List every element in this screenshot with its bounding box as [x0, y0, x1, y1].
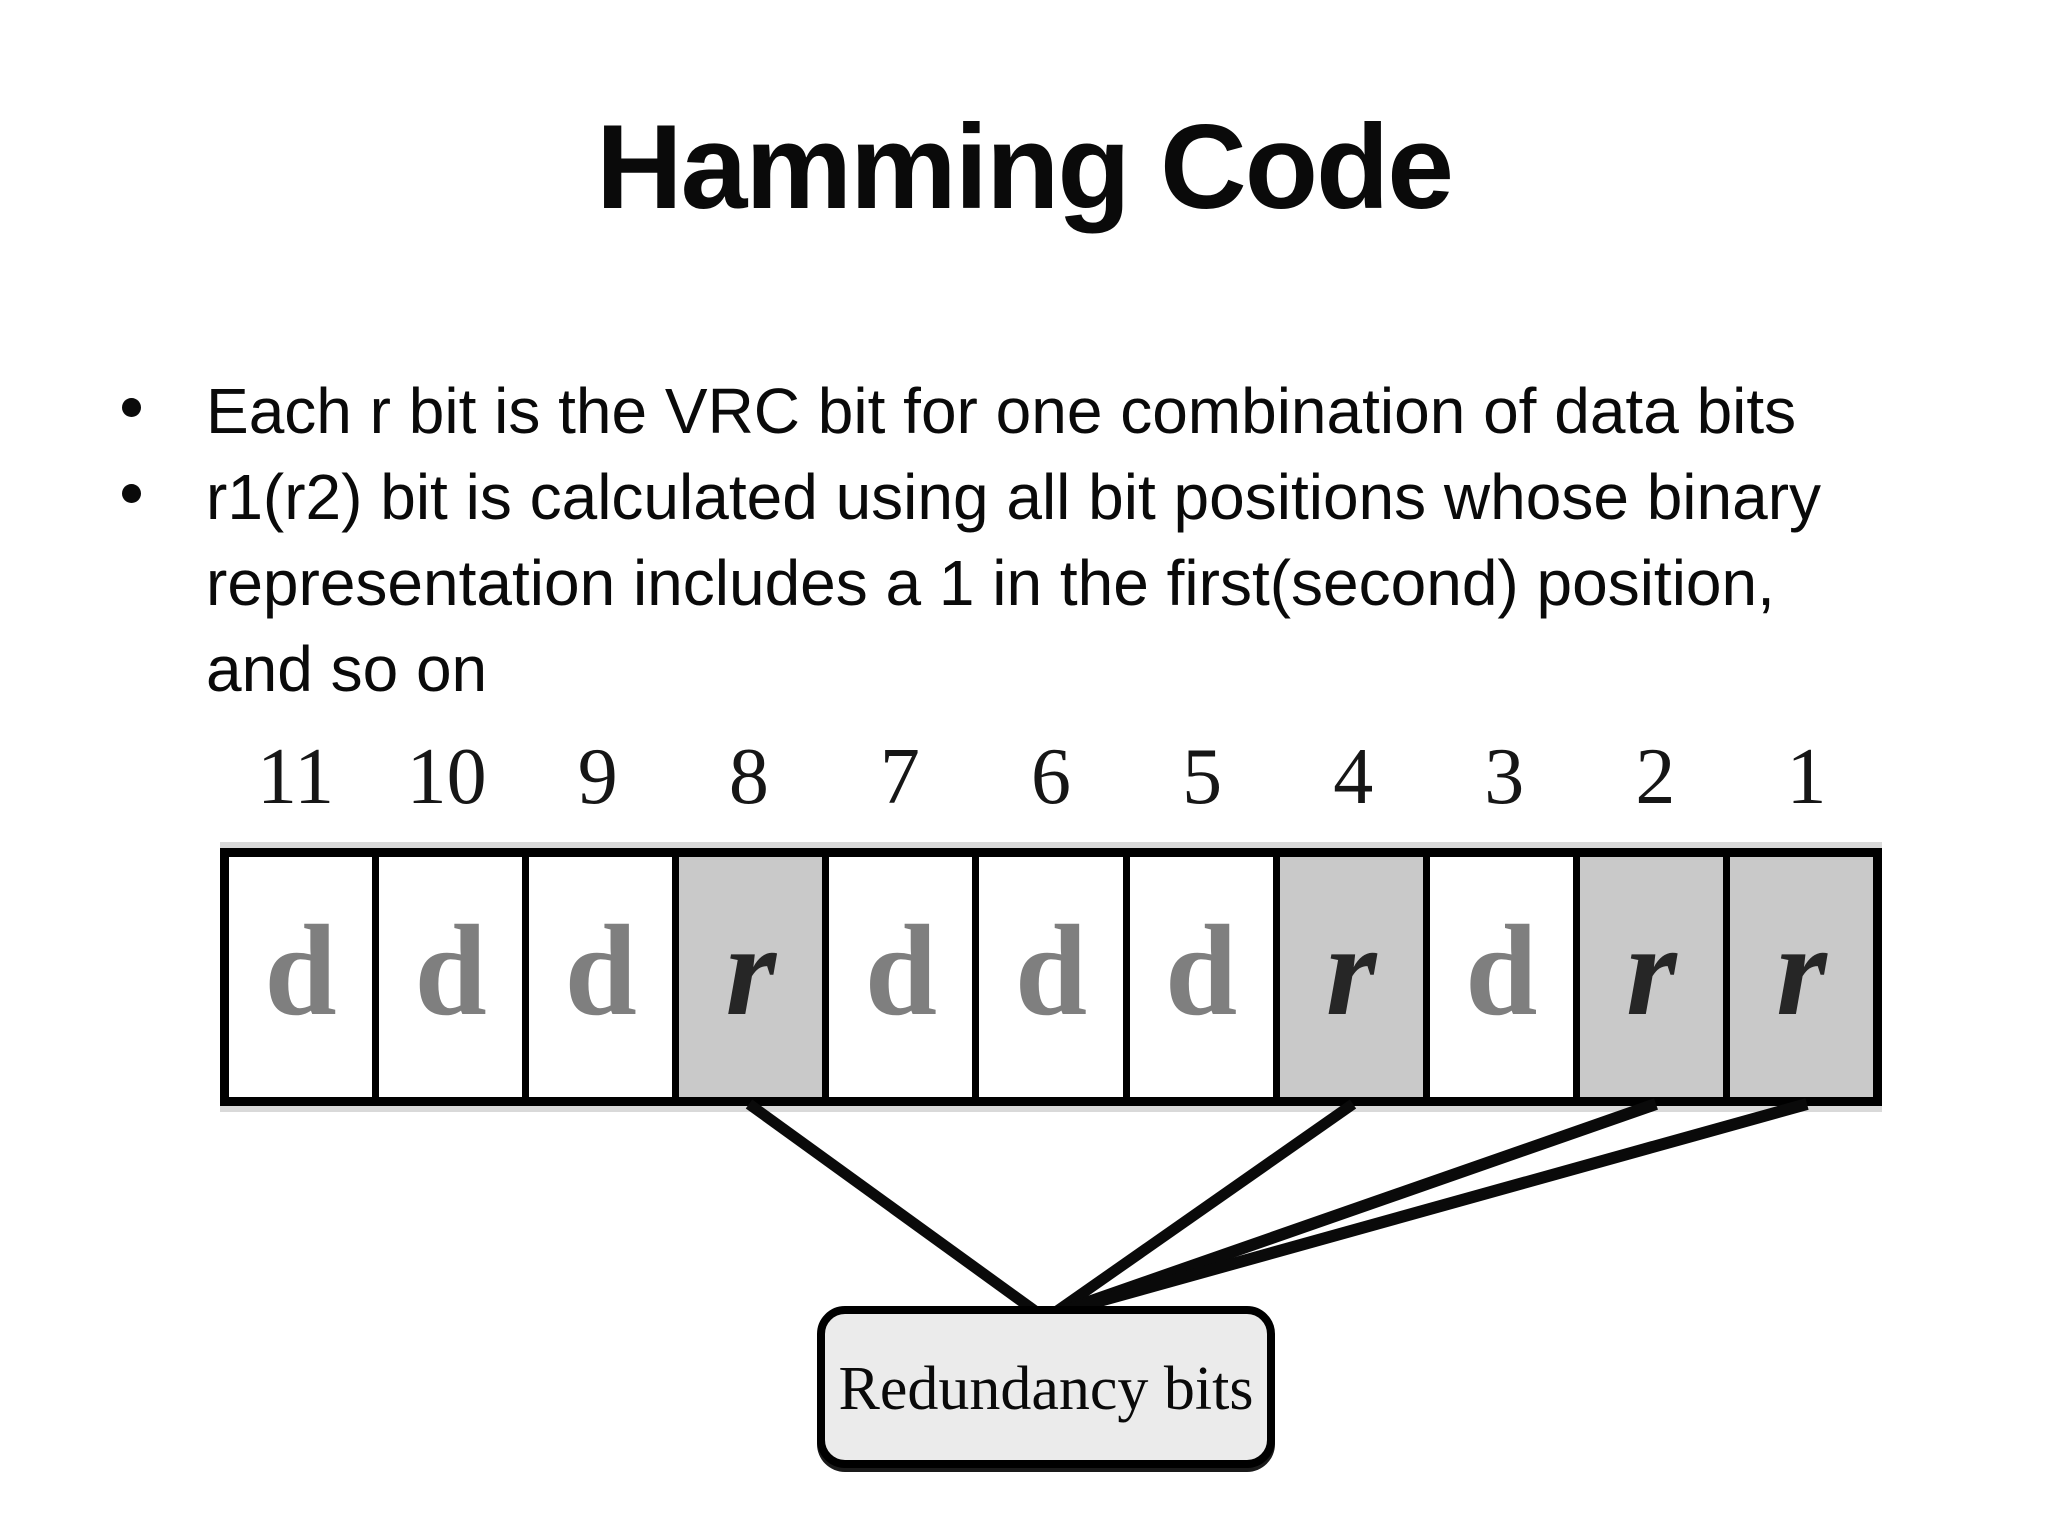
- redundancy-line: [1058, 1098, 1809, 1318]
- page-title: Hamming Code: [595, 100, 1454, 234]
- bullet-list: Each r bit is the VRC bit for one combin…: [118, 368, 1958, 712]
- bit-cell-label: d: [1164, 899, 1238, 1043]
- bit-cell-label: r: [1325, 899, 1377, 1043]
- position-number: 11: [257, 733, 335, 821]
- bit-cell-label: d: [1014, 899, 1088, 1043]
- bit-cell: d: [1122, 857, 1273, 1097]
- bit-cell: d: [822, 857, 973, 1097]
- position-number: 6: [1031, 733, 1072, 821]
- position-number: 5: [1182, 733, 1223, 821]
- bit-cell: d: [972, 857, 1123, 1097]
- bullet-text: Each r bit is the VRC bit for one combin…: [206, 375, 1797, 447]
- redundancy-box: Redundancy bits: [817, 1306, 1275, 1468]
- position-number: 7: [879, 733, 920, 821]
- bullet-text-line: and so on: [206, 633, 488, 705]
- bit-cell: d: [522, 857, 673, 1097]
- bullet-text-line: r1(r2) bit is calculated using all bit p…: [206, 461, 1821, 533]
- position-numbers-row: 11 10 9 8 7 6 5 4 3 2 1: [220, 733, 1882, 821]
- position-number: 3: [1484, 733, 1525, 821]
- bit-cell-label: d: [264, 899, 337, 1043]
- redundancy-line: [1046, 1099, 1357, 1321]
- bit-cell-label: r: [725, 899, 777, 1043]
- bit-cell-label: d: [564, 899, 637, 1043]
- bit-cell: d: [372, 857, 523, 1097]
- bit-cell: r: [1272, 857, 1423, 1097]
- bullet-item-2: r1(r2) bit is calculated using all bit p…: [118, 454, 1958, 712]
- position-number: 4: [1333, 733, 1374, 821]
- bit-cell-label: d: [864, 899, 938, 1043]
- bit-cells-row: d d d r d d d r d r r: [220, 848, 1882, 1106]
- bit-cell-label: r: [1776, 899, 1827, 1043]
- bit-cell-label: d: [414, 899, 487, 1043]
- redundancy-box-label: Redundancy bits: [838, 1354, 1254, 1423]
- position-number: 2: [1635, 733, 1676, 821]
- bit-cell: r: [1572, 857, 1723, 1097]
- bit-cell-label: r: [1626, 899, 1677, 1043]
- bit-cell-label: d: [1465, 899, 1538, 1043]
- bit-cell: r: [672, 857, 823, 1097]
- bit-cell: r: [1722, 857, 1874, 1097]
- redundancy-line: [745, 1099, 1046, 1321]
- position-number: 8: [728, 733, 769, 821]
- position-number: 1: [1786, 733, 1827, 821]
- position-number: 10: [406, 733, 487, 821]
- position-number: 9: [577, 733, 618, 821]
- bit-cell: d: [1422, 857, 1573, 1097]
- bit-cell: d: [229, 857, 373, 1097]
- bullet-text-line: representation includes a 1 in the first…: [206, 547, 1775, 619]
- redundancy-line: [1052, 1098, 1658, 1320]
- bullet-item-1: Each r bit is the VRC bit for one combin…: [118, 368, 1958, 454]
